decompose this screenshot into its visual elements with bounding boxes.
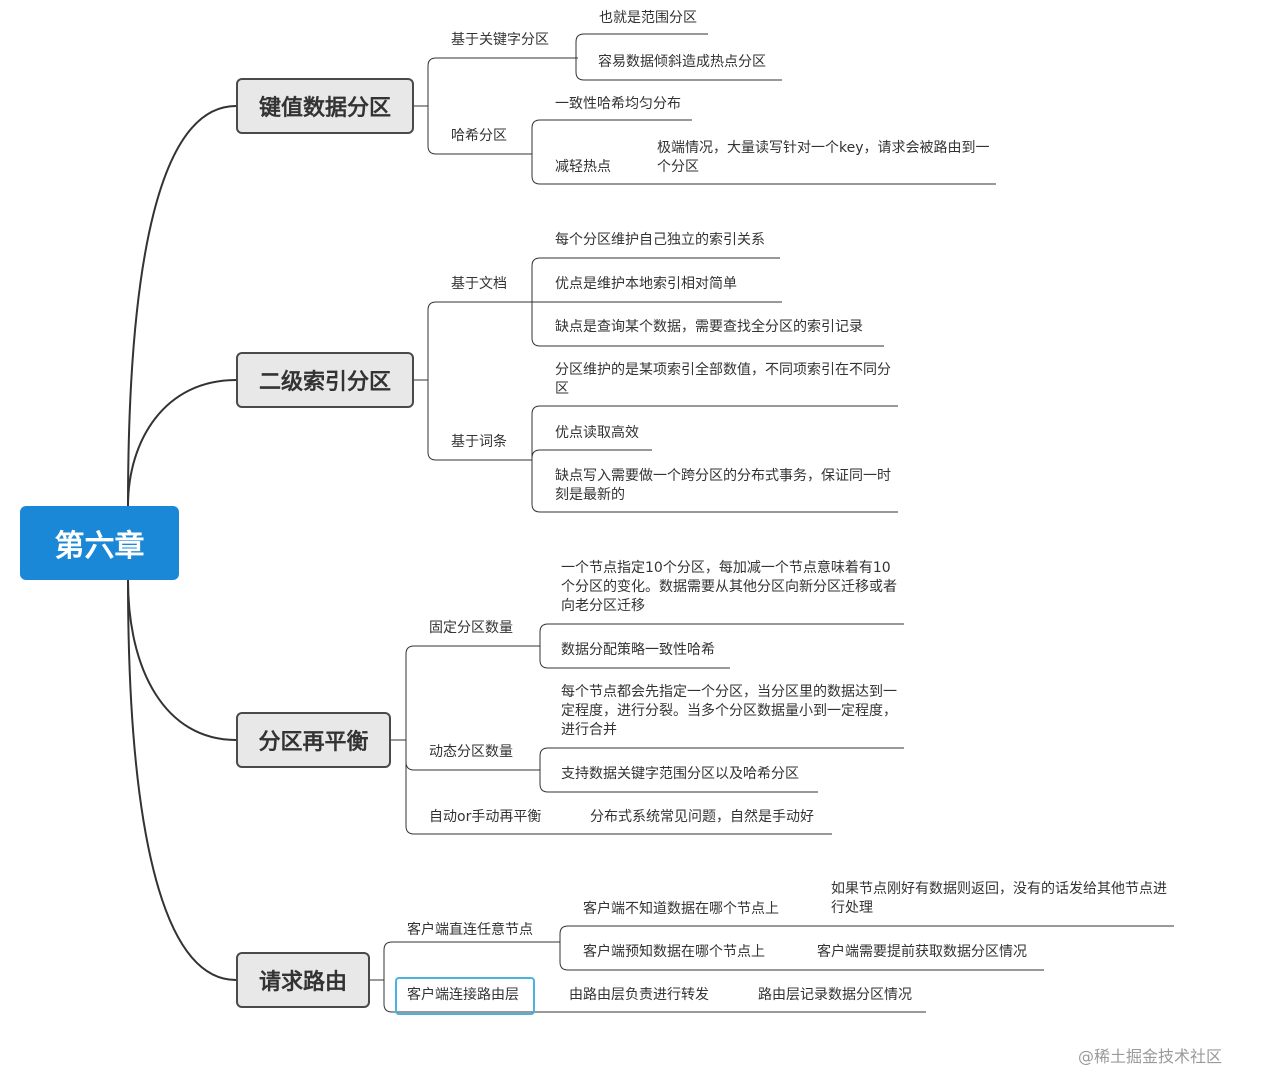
- selected-node-outline: [395, 977, 535, 1015]
- node-fixed-item-2[interactable]: 数据分配策略一致性哈希: [561, 642, 715, 658]
- node-request-routing[interactable]: 请求路由: [236, 952, 370, 1008]
- node-rebalance[interactable]: 分区再平衡: [236, 712, 391, 768]
- node-router-record[interactable]: 路由层记录数据分区情况: [758, 987, 912, 1003]
- node-dynamic-item-2[interactable]: 支持数据关键字范围分区以及哈希分区: [561, 766, 799, 782]
- node-fixed-item-1[interactable]: 一个节点指定10个分区，每加减一个节点意味着有10个分区的变化。数据需要从其他分…: [561, 560, 897, 614]
- node-label: 请求路由: [258, 970, 347, 995]
- node-auto-manual[interactable]: 自动or手动再平衡: [429, 809, 542, 825]
- node-extreme-case[interactable]: 极端情况，大量读写针对一个key，请求会被路由到一个分区: [657, 140, 990, 175]
- node-term-item-2[interactable]: 优点读取高效: [555, 425, 639, 441]
- node-hash-partition[interactable]: 哈希分区: [451, 128, 507, 144]
- node-secondary-index[interactable]: 二级索引分区: [236, 352, 414, 408]
- node-client-unknown[interactable]: 客户端不知道数据在哪个节点上: [583, 901, 779, 917]
- node-key-value-partition[interactable]: 键值数据分区: [236, 78, 414, 134]
- node-term-item-3[interactable]: 缺点写入需要做一个跨分区的分布式事务，保证同一时刻是最新的: [555, 468, 891, 503]
- node-client-known-item[interactable]: 客户端需要提前获取数据分区情况: [817, 944, 1027, 960]
- node-by-term[interactable]: 基于词条: [451, 434, 507, 450]
- node-reduce-hotspot[interactable]: 减轻热点: [555, 159, 611, 175]
- node-term-item-1[interactable]: 分区维护的是某项索引全部数值，不同项索引在不同分区: [555, 362, 891, 397]
- node-data-skew[interactable]: 容易数据倾斜造成热点分区: [598, 54, 766, 70]
- node-doc-item-1[interactable]: 每个分区维护自己独立的索引关系: [555, 232, 765, 248]
- node-label: 二级索引分区: [258, 370, 391, 395]
- root-label: 第六章: [54, 529, 145, 564]
- node-doc-item-3[interactable]: 缺点是查询某个数据，需要查找全分区的索引记录: [555, 319, 863, 335]
- node-by-document[interactable]: 基于文档: [451, 276, 507, 292]
- node-fixed-partitions[interactable]: 固定分区数量: [429, 620, 513, 636]
- root-node[interactable]: 第六章: [20, 506, 179, 580]
- node-label: 键值数据分区: [258, 96, 391, 121]
- node-router-forward[interactable]: 由路由层负责进行转发: [569, 987, 709, 1003]
- node-dynamic-item-1[interactable]: 每个节点都会先指定一个分区，当分区里的数据达到一定程度，进行分裂。当多个分区数据…: [561, 684, 897, 738]
- node-client-known[interactable]: 客户端预知数据在哪个节点上: [583, 944, 765, 960]
- node-key-range[interactable]: 基于关键字分区: [451, 32, 549, 48]
- node-doc-item-2[interactable]: 优点是维护本地索引相对简单: [555, 276, 737, 292]
- node-client-unknown-item[interactable]: 如果节点刚好有数据则返回，没有的话发给其他节点进行处理: [831, 881, 1167, 916]
- watermark: @稀土掘金技术社区: [1078, 1047, 1223, 1066]
- node-label: 分区再平衡: [258, 730, 369, 755]
- node-auto-item[interactable]: 分布式系统常见问题，自然是手动好: [590, 809, 814, 825]
- node-consistent-hash[interactable]: 一致性哈希均匀分布: [555, 96, 681, 112]
- node-router-layer[interactable]: 客户端连接路由层: [407, 987, 519, 1003]
- node-direct-connect[interactable]: 客户端直连任意节点: [407, 922, 533, 938]
- node-dynamic-partitions[interactable]: 动态分区数量: [429, 744, 513, 760]
- node-range-partition[interactable]: 也就是范围分区: [599, 10, 697, 26]
